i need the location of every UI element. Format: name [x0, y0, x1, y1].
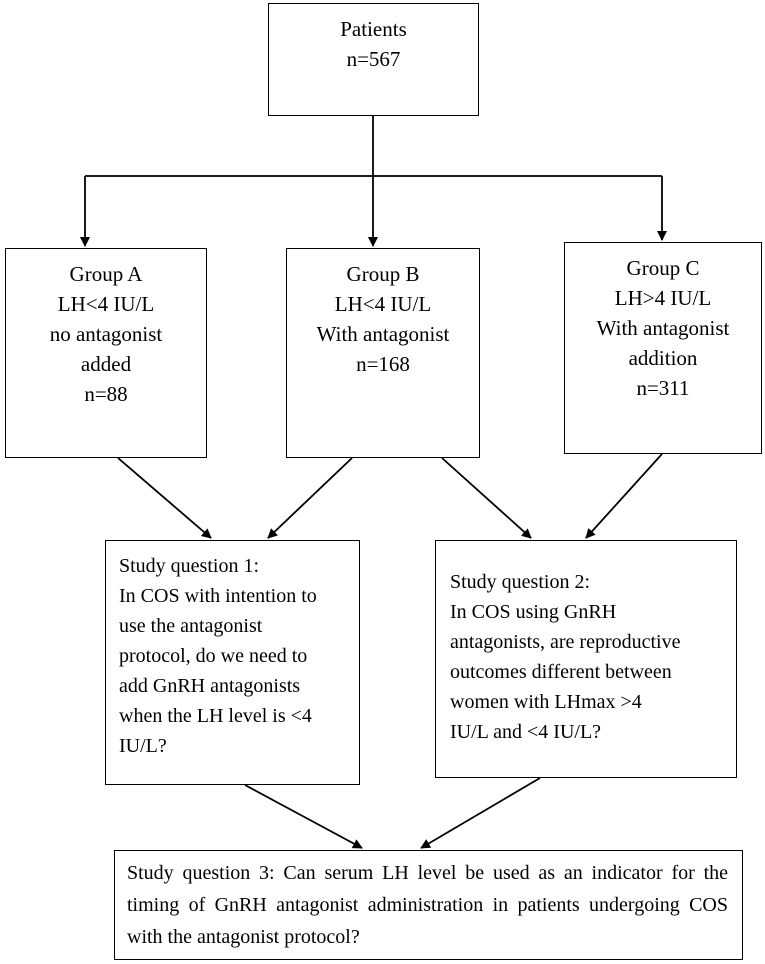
- arrow-a-to-q1: [117, 457, 212, 539]
- group-b-name: Group B: [346, 262, 420, 286]
- patients-count: n=567: [346, 47, 401, 71]
- q1-heading: Study question 1:: [119, 555, 260, 577]
- group-c-box: Group C LH>4 IU/L With antagonist additi…: [564, 242, 762, 454]
- group-c-lh: LH>4 IU/L: [614, 286, 712, 310]
- q1-line: In COS with intention to: [119, 585, 317, 607]
- q1-line: protocol, do we need to: [119, 645, 308, 667]
- group-a-count: n=88: [84, 382, 128, 406]
- q2-line: women with LHmax >4: [450, 691, 642, 713]
- group-b-box: Group B LH<4 IU/L With antagonist n=168: [286, 248, 480, 458]
- study-question-2-box: Study question 2: In COS using GnRH anta…: [435, 540, 737, 778]
- group-a-box: Group A LH<4 IU/L no antagonist added n=…: [5, 248, 207, 458]
- arrow-b-to-q1: [267, 457, 353, 539]
- group-a-treatment-cont: added: [80, 352, 132, 376]
- group-b-count: n=168: [356, 352, 410, 376]
- arrow-q1-to-q3: [244, 784, 363, 849]
- q1-line: when the LH level is <4: [119, 705, 312, 727]
- group-c-treatment: With antagonist: [596, 316, 730, 340]
- arrow-c-to-q2: [585, 453, 663, 539]
- group-a-name: Group A: [69, 262, 143, 286]
- q2-line: In COS using GnRH: [450, 601, 617, 623]
- arrow-q2-to-q3: [420, 777, 541, 849]
- study-question-1-box: Study question 1: In COS with intention …: [105, 540, 360, 785]
- group-a-lh: LH<4 IU/L: [57, 292, 155, 316]
- q3-text: Study question 3: Can serum LH level be …: [127, 862, 728, 948]
- q1-line: IU/L?: [119, 735, 167, 757]
- patients-box: Patients n=567: [268, 3, 479, 116]
- q2-line: outcomes different between: [450, 661, 672, 683]
- arrow-b-to-q2: [441, 457, 532, 539]
- q1-line: use the antagonist: [119, 615, 263, 637]
- group-a-treatment: no antagonist: [49, 322, 163, 346]
- study-question-3-box: Study question 3: Can serum LH level be …: [114, 850, 743, 960]
- group-c-name: Group C: [626, 256, 700, 280]
- group-b-treatment: With antagonist: [316, 322, 450, 346]
- group-c-treatment-cont: addition: [628, 346, 698, 370]
- q1-line: add GnRH antagonists: [119, 675, 301, 697]
- q2-heading: Study question 2:: [450, 571, 591, 593]
- group-c-count: n=311: [636, 376, 690, 400]
- group-b-lh: LH<4 IU/L: [334, 292, 432, 316]
- patients-title: Patients: [340, 17, 407, 41]
- q2-line: antagonists, are reproductive: [450, 631, 681, 653]
- q2-line: IU/L and <4 IU/L?: [450, 721, 602, 743]
